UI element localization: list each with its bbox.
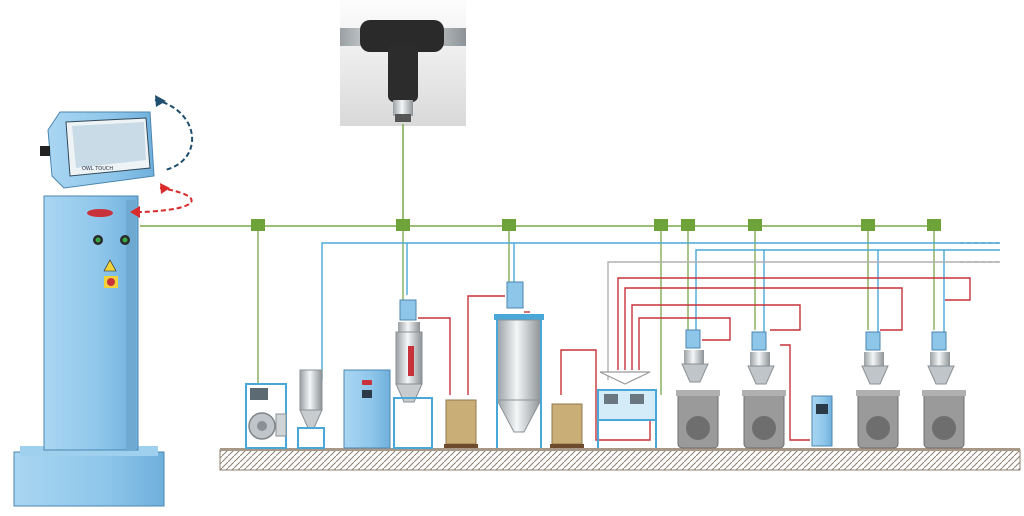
bus-node	[654, 219, 668, 231]
bus-node	[396, 219, 410, 231]
bus-node	[861, 219, 875, 231]
molding-machine-3	[856, 331, 900, 449]
molding-machine-4	[922, 331, 966, 449]
small-dryer-unit	[811, 395, 833, 447]
rotate-arrow-icon	[139, 99, 193, 213]
vacuum-lines	[321, 242, 1000, 380]
warning-label-icon	[103, 259, 117, 272]
material-lines	[418, 277, 971, 441]
octabin-2	[550, 403, 584, 448]
floor	[219, 448, 1021, 471]
grey-lines	[607, 261, 1000, 380]
bus-node	[681, 219, 695, 231]
bus-node	[748, 219, 762, 231]
central-silo	[494, 281, 544, 448]
control-panel: OWL TOUCH	[13, 111, 165, 507]
octabin-1	[444, 399, 478, 448]
bus-node	[251, 219, 265, 231]
molding-machine-1	[676, 329, 720, 449]
bus-node	[502, 219, 516, 231]
dryer-cabinet	[343, 369, 391, 449]
brand-badge	[87, 209, 113, 217]
hopper-dryer	[393, 299, 433, 449]
filter-hopper	[297, 369, 325, 449]
t-connector-photo	[340, 0, 466, 126]
screen-caption: OWL TOUCH	[82, 166, 113, 172]
molding-machine-2	[742, 331, 786, 449]
vacuum-pump-unit	[245, 383, 287, 449]
distribution-station	[597, 371, 657, 448]
bus-node	[927, 219, 941, 231]
